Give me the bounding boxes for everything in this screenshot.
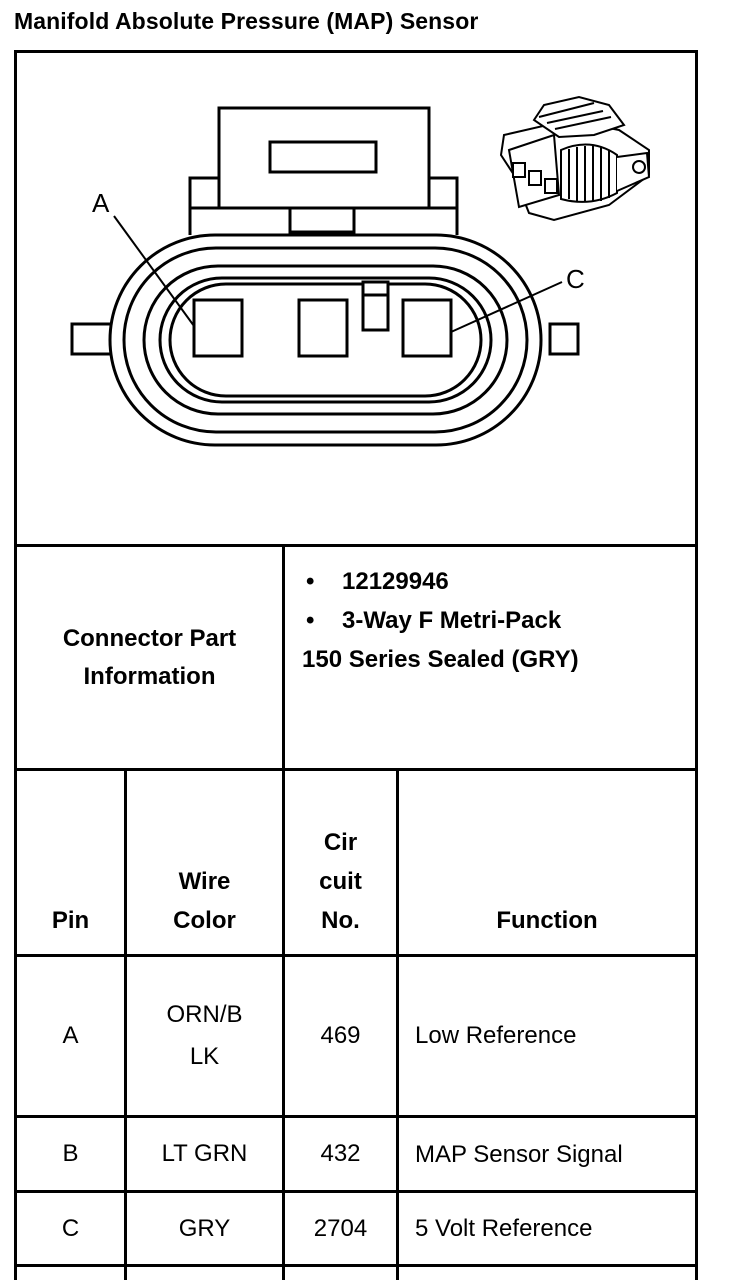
row-b-circuit: 432 bbox=[285, 1118, 396, 1190]
bullet-1: • bbox=[306, 568, 315, 595]
connector-type: 3-Way F Metri-Pack bbox=[342, 607, 562, 634]
polarization-key bbox=[361, 280, 390, 332]
divider-header bbox=[14, 954, 698, 957]
latch-window bbox=[268, 140, 378, 174]
part-number: 12129946 bbox=[342, 568, 449, 595]
row-c-circuit-text: 2704 bbox=[313, 1214, 368, 1242]
header-circuit-no: Cir cuit No. bbox=[285, 771, 396, 954]
latch-shoulders bbox=[188, 176, 459, 235]
header-circuit-no-text: Cir cuit No. bbox=[319, 829, 362, 934]
column-divider-2 bbox=[282, 544, 285, 1280]
connector-table-frame bbox=[14, 50, 698, 1280]
connector-face-diagram: A C bbox=[14, 50, 698, 547]
connector-info-details: • 12129946 • 3-Way F Metri-Pack 150 Seri… bbox=[302, 562, 579, 679]
terminal-a bbox=[192, 298, 244, 358]
column-divider-3 bbox=[396, 768, 399, 1280]
connector-info-label-text: Connector Part Information bbox=[62, 624, 237, 690]
connector-series: 150 Series Sealed (GRY) bbox=[302, 646, 579, 673]
column-divider-1 bbox=[124, 768, 127, 1280]
terminal-b bbox=[297, 298, 349, 358]
bullet-2: • bbox=[306, 607, 315, 634]
row-a-circuit-text: 469 bbox=[320, 1022, 361, 1049]
row-b-circuit-text: 432 bbox=[320, 1140, 361, 1167]
row-c-pin: C bbox=[17, 1193, 124, 1264]
connector-ring-3 bbox=[142, 264, 509, 416]
right-ear bbox=[548, 322, 580, 356]
connector-iso-illustration bbox=[499, 95, 651, 222]
header-wire-color: Wire Color bbox=[127, 771, 282, 954]
divider-diagram bbox=[14, 544, 698, 547]
row-a-pin-text: A bbox=[62, 1022, 79, 1049]
row-c-pin-text: C bbox=[61, 1214, 80, 1242]
connector-ring-2 bbox=[122, 246, 529, 434]
row-b-pin-text: B bbox=[62, 1140, 79, 1167]
latch-tab bbox=[288, 206, 356, 234]
connector-info-label: Connector Part Information bbox=[17, 547, 282, 768]
row-b-pin: B bbox=[17, 1118, 124, 1190]
terminal-c bbox=[401, 298, 453, 358]
header-function: Function bbox=[399, 771, 695, 954]
pin-label-a: A bbox=[92, 188, 110, 218]
row-c-function: 5 Volt Reference bbox=[415, 1215, 593, 1242]
divider-row-c bbox=[14, 1264, 698, 1267]
row-c-wire-color-text: GRY bbox=[178, 1214, 231, 1242]
page-title: Manifold Absolute Pressure (MAP) Sensor bbox=[14, 8, 479, 34]
row-a-wire-color-text: ORN/B LK bbox=[166, 1001, 243, 1070]
connector-ring-5 bbox=[168, 282, 483, 398]
connector-ring-4 bbox=[158, 276, 493, 404]
row-a-pin: A bbox=[17, 957, 124, 1115]
connector-drawing: A C bbox=[70, 95, 651, 447]
row-a-wire-color: ORN/B LK bbox=[127, 957, 282, 1115]
pin-label-c: C bbox=[566, 264, 585, 294]
header-function-text: Function bbox=[496, 907, 598, 934]
divider-connector-info bbox=[14, 768, 698, 771]
row-c-circuit: 2704 bbox=[285, 1193, 396, 1264]
divider-row-a bbox=[14, 1115, 698, 1118]
divider-row-b bbox=[14, 1190, 698, 1193]
left-ear bbox=[70, 322, 116, 356]
row-c-wire-color: GRY bbox=[127, 1193, 282, 1264]
leader-line-a bbox=[113, 215, 195, 327]
row-b-wire-color-text: LT GRN bbox=[161, 1140, 248, 1167]
row-a-function: Low Reference bbox=[415, 1022, 577, 1049]
row-a-circuit: 469 bbox=[285, 957, 396, 1115]
connector-latch-housing bbox=[217, 106, 431, 210]
row-b-wire-color: LT GRN bbox=[127, 1118, 282, 1190]
header-pin: Pin bbox=[17, 771, 124, 954]
leader-line-c bbox=[450, 281, 563, 333]
row-b-function: MAP Sensor Signal bbox=[415, 1141, 623, 1168]
header-wire-color-text: Wire Color bbox=[173, 868, 236, 934]
header-pin-text: Pin bbox=[51, 907, 90, 934]
